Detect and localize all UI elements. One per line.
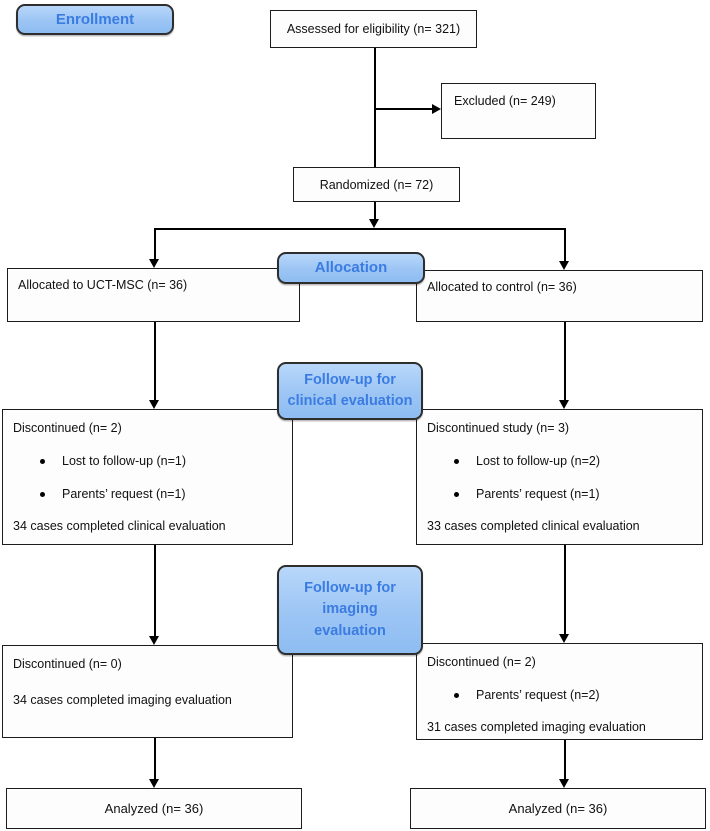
arrowhead-allocated-left (148, 259, 159, 268)
arrowhead-excluded (432, 103, 441, 114)
clinical-right-bullet-1: Lost to follow-up (n=2) (454, 454, 692, 468)
bullet-icon (454, 692, 459, 698)
clinical-right-bullet-2: Parents’ request (n=1) (454, 487, 692, 501)
connector-split-to-allocated-right (564, 228, 566, 261)
enrollment-stage-text: Enrollment (55, 10, 135, 28)
connector-clinical-to-imaging-right (564, 545, 566, 634)
clinical-left-bullet-1-text: Lost to follow-up (n=1) (62, 454, 187, 468)
clinical-left-title: Discontinued (n= 2) (13, 421, 122, 435)
followup-clinical-line2: clinical evaluation (287, 393, 413, 409)
arrowhead-imaging-right (558, 634, 569, 643)
followup-clinical-line1: Follow-up for (304, 371, 396, 388)
clinical-left-bullet-2-text: Parents’ request (n=1) (62, 487, 186, 501)
allocation-stage-text: Allocation (314, 259, 388, 277)
imaging-right-footer: 31 cases completed imaging evaluation (427, 720, 646, 734)
bullet-icon (40, 491, 45, 497)
clinical-left-bullet-2: Parents’ request (n=1) (40, 487, 282, 501)
imaging-right-bullet-1-text: Parents’ request (n=2) (476, 688, 600, 702)
connector-allocated-to-clinical-left (154, 322, 156, 400)
arrowhead-imaging-left (148, 636, 159, 645)
clinical-right-footer: 33 cases completed clinical evaluation (427, 519, 640, 533)
connector-split-horizontal (154, 228, 566, 230)
arrowhead-analyzed-left (148, 779, 159, 788)
clinical-right-bullet-1-text: Lost to follow-up (n=2) (476, 454, 601, 468)
connector-split-to-allocated-left (154, 228, 156, 259)
connector-to-excluded (375, 108, 433, 110)
arrowhead-analyzed-right (558, 779, 569, 788)
imaging-right-title: Discontinued (n= 2) (427, 655, 536, 669)
connector-clinical-to-imaging-left (154, 545, 156, 636)
analyzed-left-box: Analyzed (n= 36) (6, 788, 302, 829)
randomized-text: Randomized (n= 72) (319, 177, 434, 192)
followup-imaging-line3: evaluation (314, 622, 386, 639)
bullet-icon (40, 458, 45, 464)
arrowhead-clinical-right (558, 400, 569, 409)
bullet-icon (454, 491, 459, 497)
clinical-right-title: Discontinued study (n= 3) (427, 421, 570, 435)
connector-imaging-to-analyzed-right (564, 740, 566, 779)
imaging-followup-left-box: Discontinued (n= 0) 34 cases completed i… (2, 645, 293, 738)
excluded-box: Excluded (n= 249) (441, 83, 596, 139)
connector-allocated-to-clinical-right (564, 322, 566, 400)
assessed-text: Assessed for eligibility (n= 321) (286, 22, 461, 36)
followup-clinical-stage-label: Follow-up for clinical evaluation (277, 362, 423, 420)
arrowhead-allocated-right (558, 261, 569, 270)
clinical-followup-left-box: Discontinued (n= 2) Lost to follow-up (n… (2, 409, 293, 545)
allocated-control-text: Allocated to control (n= 36) (427, 280, 577, 294)
connector-assessed-to-randomized (374, 48, 376, 167)
assessed-box: Assessed for eligibility (n= 321) (270, 10, 477, 48)
clinical-right-bullet-2-text: Parents’ request (n=1) (476, 487, 600, 501)
arrowhead-split (368, 219, 379, 228)
analyzed-right-text: Analyzed (n= 36) (508, 801, 608, 816)
clinical-left-bullet-1: Lost to follow-up (n=1) (40, 454, 282, 468)
connector-randomized-to-split (374, 202, 376, 221)
arrowhead-clinical-left (148, 400, 159, 409)
excluded-text: Excluded (n= 249) (454, 94, 556, 108)
analyzed-left-text: Analyzed (n= 36) (104, 801, 204, 816)
imaging-left-footer: 34 cases completed imaging evaluation (13, 693, 232, 707)
followup-imaging-stage-label: Follow-up for imaging evaluation (277, 565, 423, 655)
imaging-left-title: Discontinued (n= 0) (13, 657, 122, 671)
clinical-followup-right-box: Discontinued study (n= 3) Lost to follow… (416, 409, 703, 545)
allocated-uctmsc-box: Allocated to UCT-MSC (n= 36) (7, 268, 300, 322)
analyzed-right-box: Analyzed (n= 36) (410, 788, 706, 829)
imaging-followup-right-box: Discontinued (n= 2) Parents’ request (n=… (416, 643, 703, 740)
followup-imaging-line2: imaging (322, 601, 378, 618)
imaging-right-bullet-1: Parents’ request (n=2) (454, 688, 692, 702)
followup-imaging-line1: Follow-up for (304, 580, 396, 597)
allocation-stage-label: Allocation (277, 252, 425, 284)
enrollment-stage-label: Enrollment (16, 4, 174, 35)
allocated-control-box: Allocated to control (n= 36) (416, 270, 703, 322)
connector-imaging-to-analyzed-left (154, 738, 156, 779)
bullet-icon (454, 458, 459, 464)
randomized-box: Randomized (n= 72) (293, 167, 460, 202)
clinical-left-footer: 34 cases completed clinical evaluation (13, 519, 226, 533)
allocated-uctmsc-text: Allocated to UCT-MSC (n= 36) (18, 278, 188, 292)
